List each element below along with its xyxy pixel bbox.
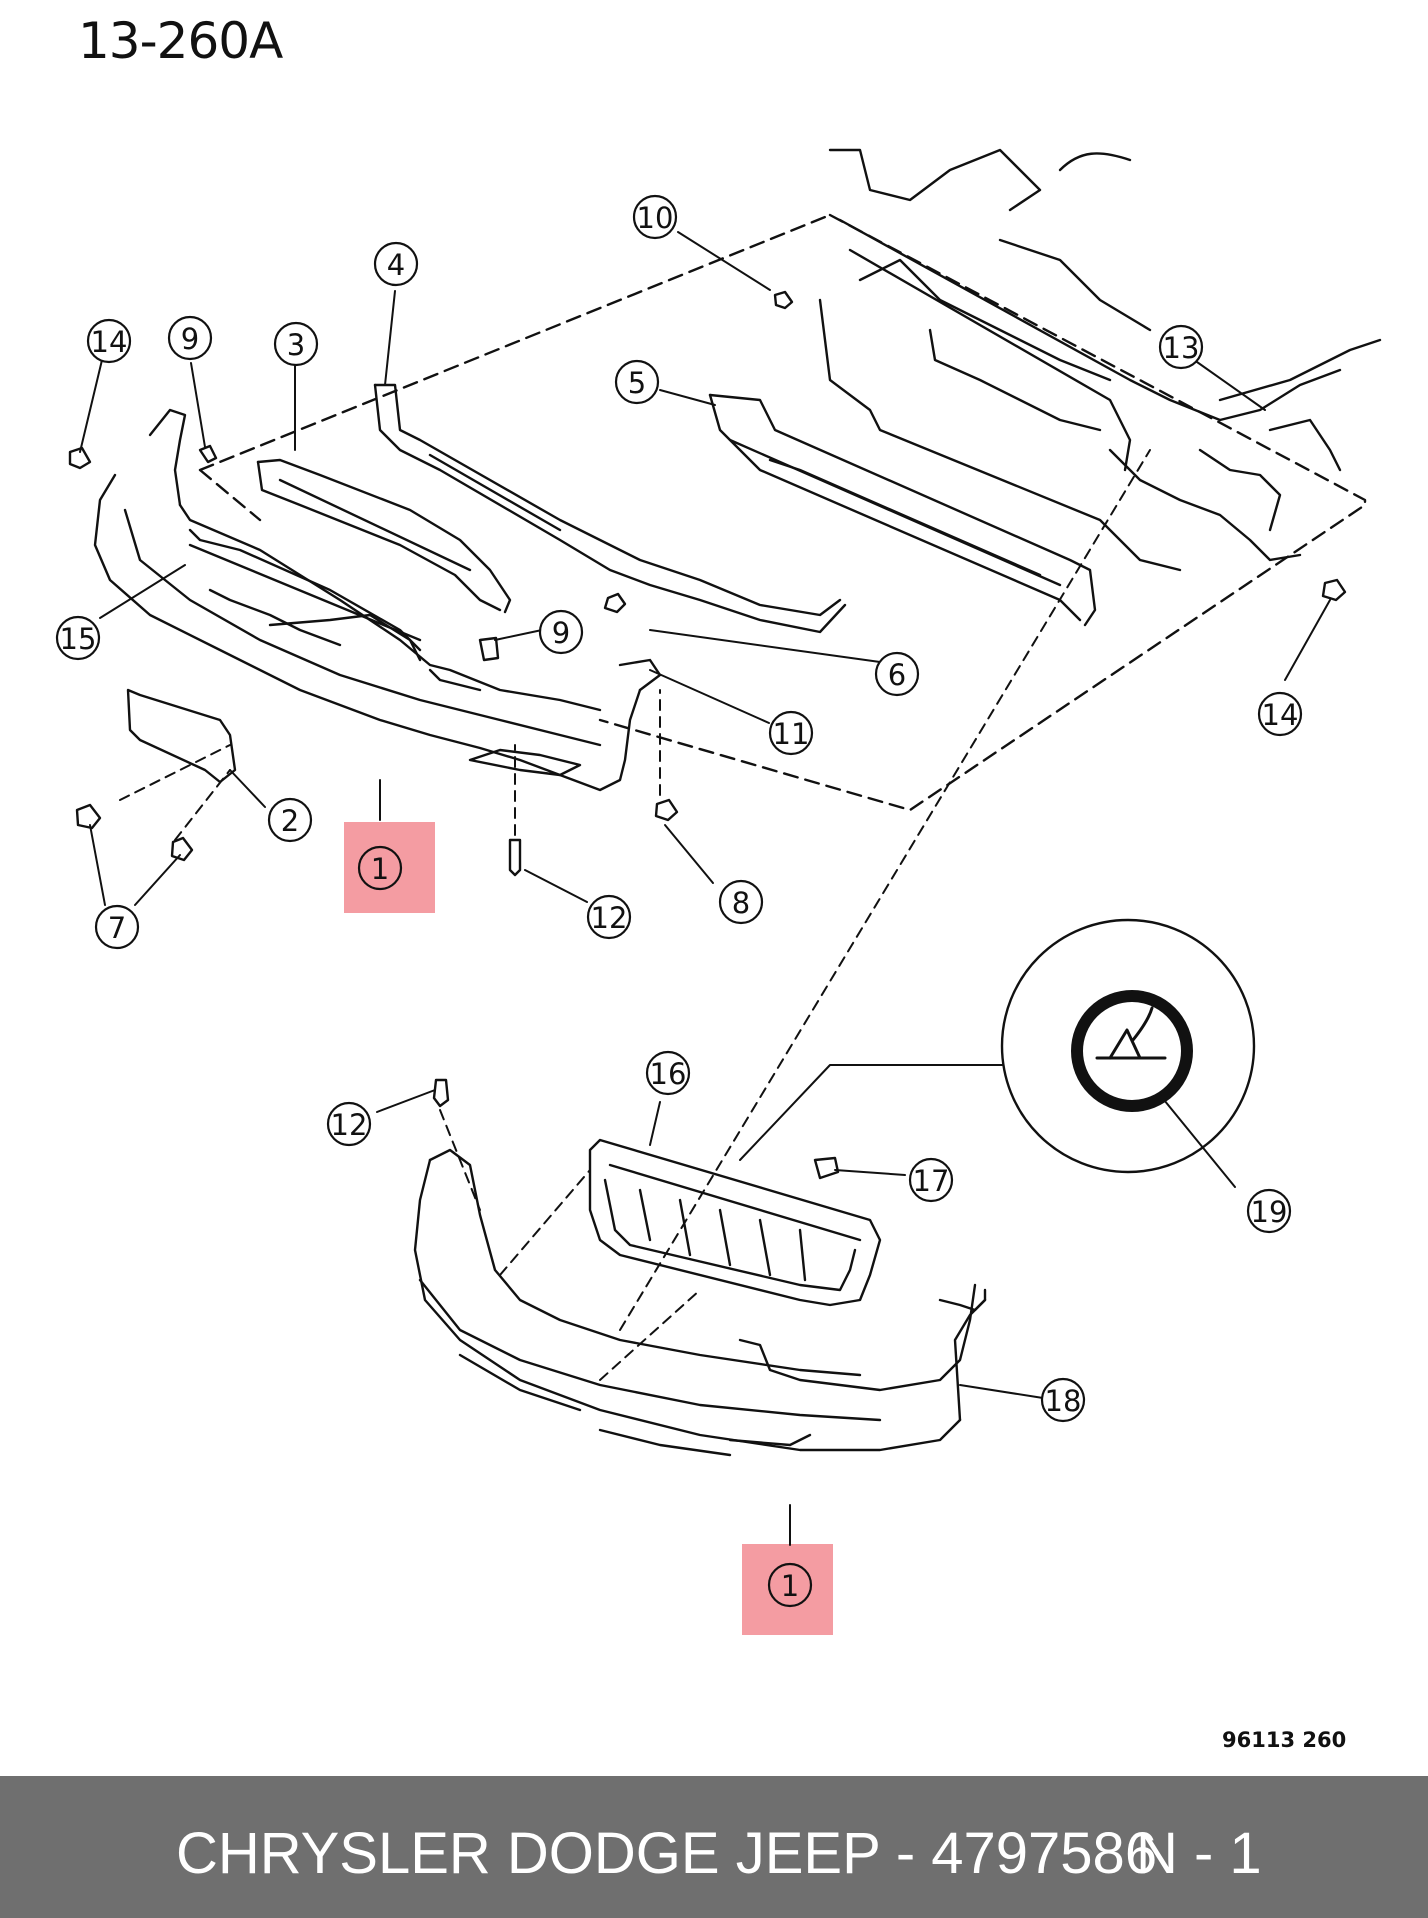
emblem-19-ship [1095, 1006, 1167, 1060]
emblem-19-outer [1071, 990, 1193, 1112]
callout-19[interactable]: 19 [1251, 1195, 1288, 1229]
callout-3[interactable]: 3 [287, 328, 305, 362]
callout-1-bottom[interactable]: 1 [781, 1569, 799, 1603]
fascia-support-4 [373, 383, 847, 634]
callout-6[interactable]: 6 [888, 658, 906, 692]
grille-support-3 [256, 458, 512, 614]
parts-diagram: 13-260A [55, 12, 1382, 1752]
bumper-reinforcement-5 [708, 393, 1097, 627]
front-fascia-top [93, 408, 662, 792]
callout-18[interactable]: 18 [1045, 1384, 1082, 1418]
callout-12b[interactable]: 12 [331, 1108, 368, 1142]
radiator-support [818, 148, 1382, 572]
callout-14[interactable]: 14 [91, 325, 128, 359]
bracket-2 [126, 688, 237, 784]
callout-13[interactable]: 13 [1163, 331, 1200, 365]
callout-7[interactable]: 7 [108, 911, 126, 945]
page-indicator: N - 1 [1136, 1821, 1262, 1886]
fasteners [68, 290, 1347, 1180]
callout-1-top[interactable]: 1 [371, 852, 389, 886]
callout-12[interactable]: 12 [591, 901, 628, 935]
callout-15[interactable]: 15 [60, 622, 97, 656]
grille-16 [588, 1138, 882, 1307]
callout-17[interactable]: 17 [913, 1164, 950, 1198]
reference-code: 96113 260 [1222, 1728, 1347, 1752]
chassis-outline-dashed [198, 213, 1367, 812]
callout-14b[interactable]: 14 [1262, 698, 1299, 732]
part-number-text: CHRYSLER DODGE JEEP - 4797586 [176, 1821, 1158, 1886]
exploded-view-drawing: 10 4 14 9 3 13 5 15 9 6 11 14 2 1 8 12 7… [55, 148, 1382, 1608]
footer-bar: CHRYSLER DODGE JEEP - 4797586 N - 1 [0, 1776, 1428, 1918]
callout-4[interactable]: 4 [387, 248, 405, 282]
emblem-detail-circle [1000, 918, 1256, 1174]
callout-8[interactable]: 8 [732, 886, 750, 920]
diagram-id: 13-260A [78, 12, 283, 70]
callout-10[interactable]: 10 [637, 201, 674, 235]
callout-5[interactable]: 5 [628, 366, 646, 400]
callout-11[interactable]: 11 [773, 717, 810, 751]
lower-bumper-detail [413, 1148, 987, 1457]
callout-2[interactable]: 2 [281, 804, 299, 838]
highlight-box-part-1-bottom[interactable] [742, 1544, 833, 1635]
callout-9[interactable]: 9 [181, 322, 199, 356]
callout-9b[interactable]: 9 [552, 616, 570, 650]
leader-lines [79, 231, 1331, 1546]
callout-16[interactable]: 16 [650, 1057, 687, 1091]
